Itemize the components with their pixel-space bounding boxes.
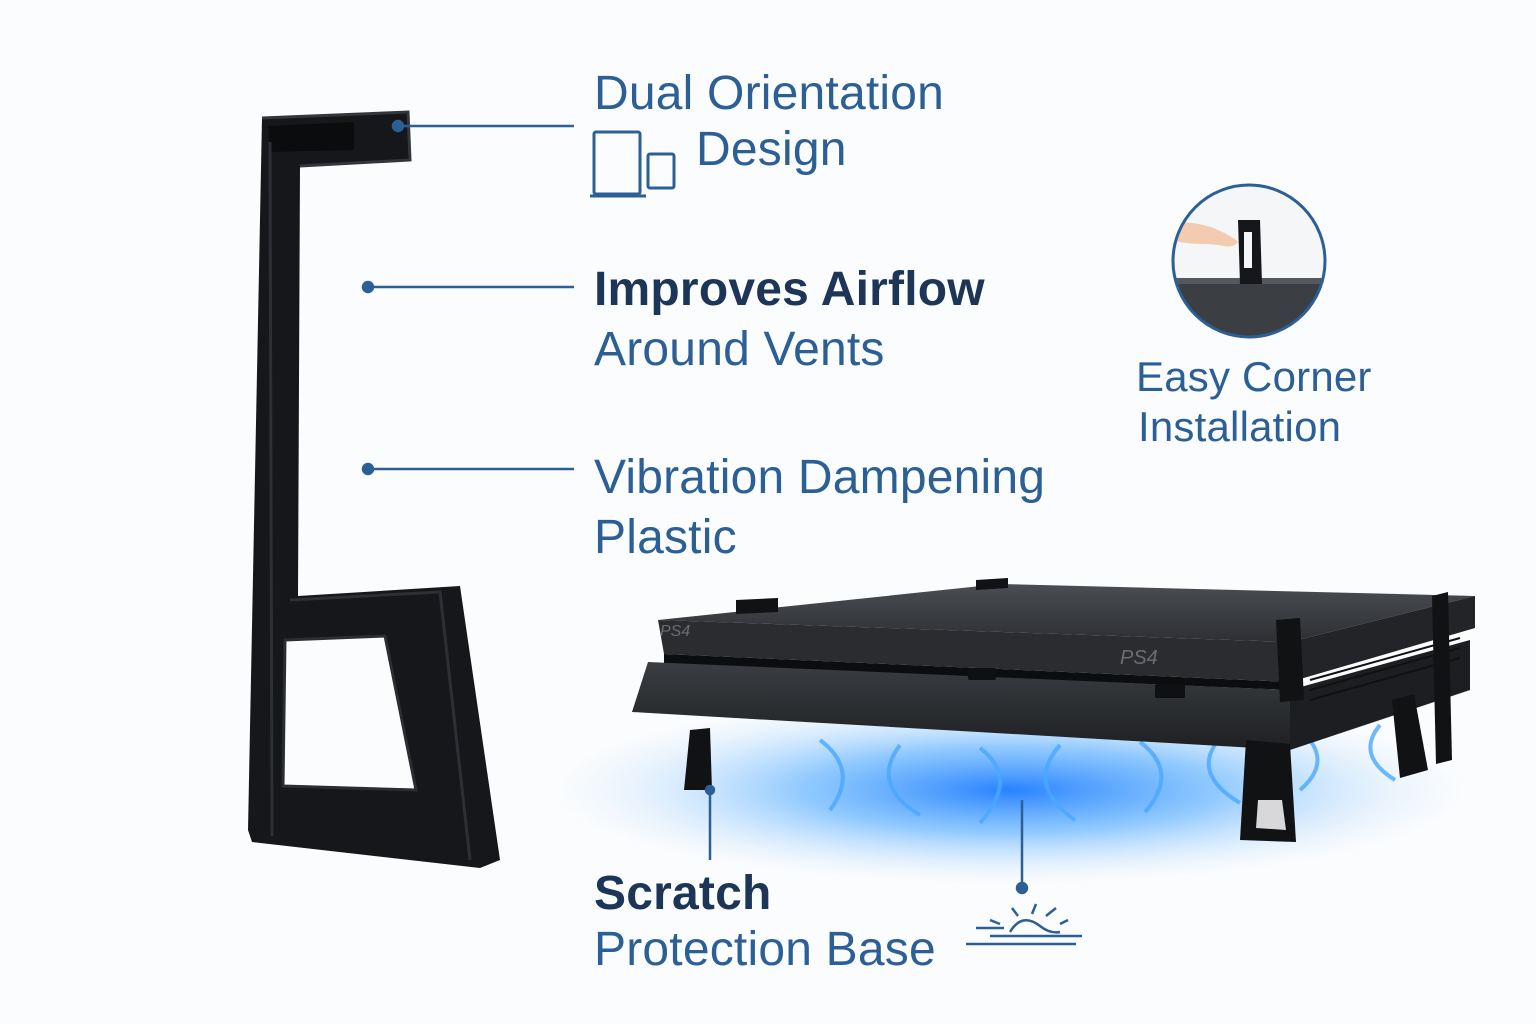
ps4-logo-front: PS4 — [1120, 647, 1158, 669]
callout-lines — [361, 119, 1029, 895]
feature-corner-title: Easy Corner — [1136, 353, 1372, 400]
feature-dual-orientation-subtitle: Design — [696, 123, 847, 176]
scratch-pad-icon — [966, 903, 1082, 946]
dual-orientation-icon — [590, 130, 676, 198]
feature-corner-subtitle: Installation — [1138, 403, 1342, 450]
feature-scratch-subtitle: Protection Base — [594, 923, 936, 976]
feature-airflow-title: Improves Airflow — [594, 263, 985, 316]
airflow-streaks — [818, 723, 1397, 825]
feature-airflow-subtitle: Around Vents — [594, 323, 885, 376]
console-stand — [248, 110, 500, 868]
feature-scratch-title: Scratch — [594, 867, 772, 920]
feature-dual-orientation-title: Dual Orientation — [594, 67, 945, 120]
ps4-logo-top: PS4 — [660, 623, 690, 640]
feature-vibration-subtitle: Plastic — [594, 511, 737, 564]
ps4-console: PS4 PS4 — [550, 578, 1475, 885]
corner-install-inset — [1171, 183, 1327, 339]
feature-vibration-title: Vibration Dampening — [594, 451, 1046, 504]
